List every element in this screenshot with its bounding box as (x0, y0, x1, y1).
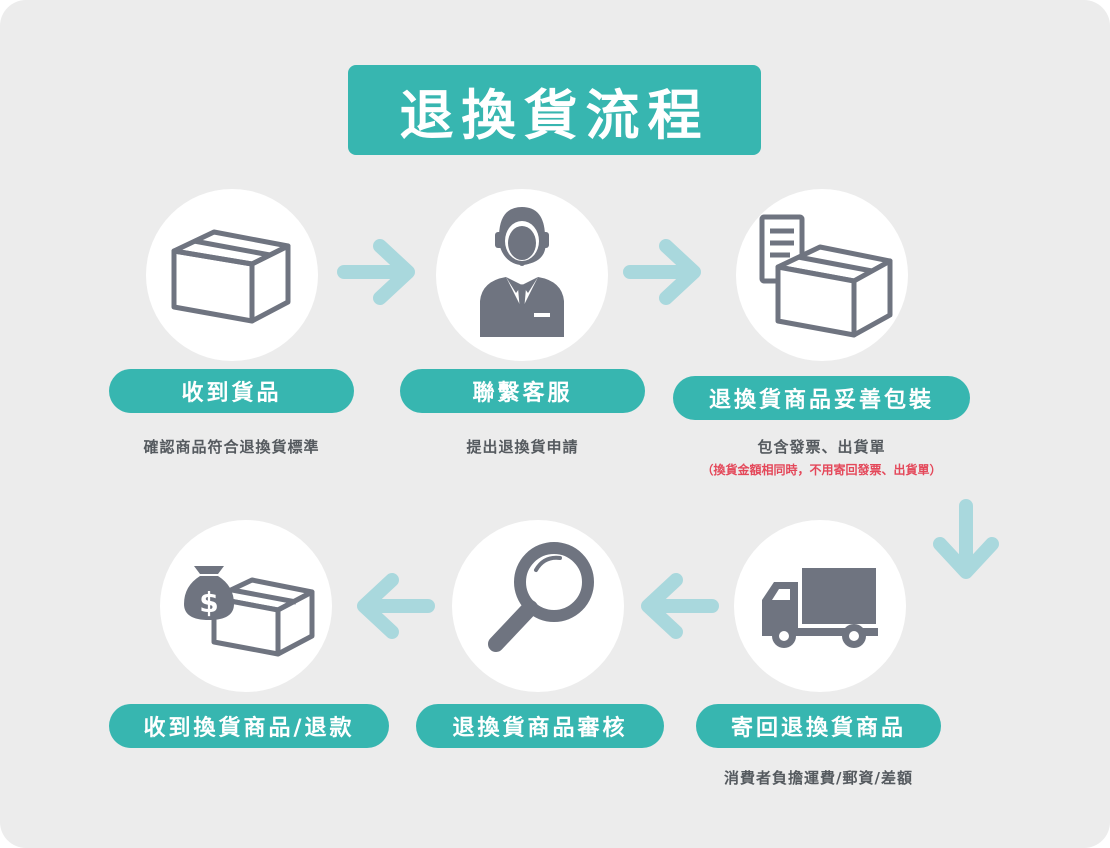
magnifier-icon (488, 542, 594, 652)
money-bag-box-icon: $ (184, 566, 315, 657)
step-4-circle (734, 520, 906, 692)
box-with-invoice-icon (759, 214, 893, 338)
step-4-desc: 消費者負擔運費/郵資/差額 (724, 769, 913, 787)
step-2-label: 聯繫客服 (400, 369, 645, 413)
step-2-circle (436, 189, 608, 361)
step-2-desc: 提出退換貨申請 (466, 438, 579, 456)
step-6-circle: $ (160, 520, 332, 692)
step-1-desc: 確認商品符合退換貨標準 (143, 438, 320, 456)
arrow-down-icon (926, 498, 1006, 586)
step-3-circle (736, 189, 908, 361)
arrow-left-1-icon (636, 568, 720, 644)
step-6-label: 收到換貨商品/退款 (109, 704, 389, 748)
step-5-label: 退換貨商品審核 (416, 704, 664, 748)
step-3-label: 退換貨商品妥善包裝 (673, 376, 970, 420)
customer-service-icon (480, 207, 564, 337)
svg-text:$: $ (199, 586, 218, 619)
step-1-label: 收到貨品 (109, 369, 354, 413)
step-3-desc: 包含發票、出貨單 (757, 438, 886, 456)
arrow-right-1-icon (336, 234, 420, 310)
step-5-circle (452, 520, 624, 692)
arrow-right-2-icon (622, 234, 706, 310)
box-icon (171, 229, 291, 324)
step-1-circle (146, 189, 318, 361)
page-title: 退換貨流程 (348, 65, 761, 155)
step-4-label: 寄回退換貨商品 (696, 704, 941, 748)
truck-icon (762, 568, 878, 648)
step-3-note: （換貨金額相同時，不用寄回發票、出貨單） (701, 463, 942, 477)
arrow-left-2-icon (352, 568, 436, 644)
